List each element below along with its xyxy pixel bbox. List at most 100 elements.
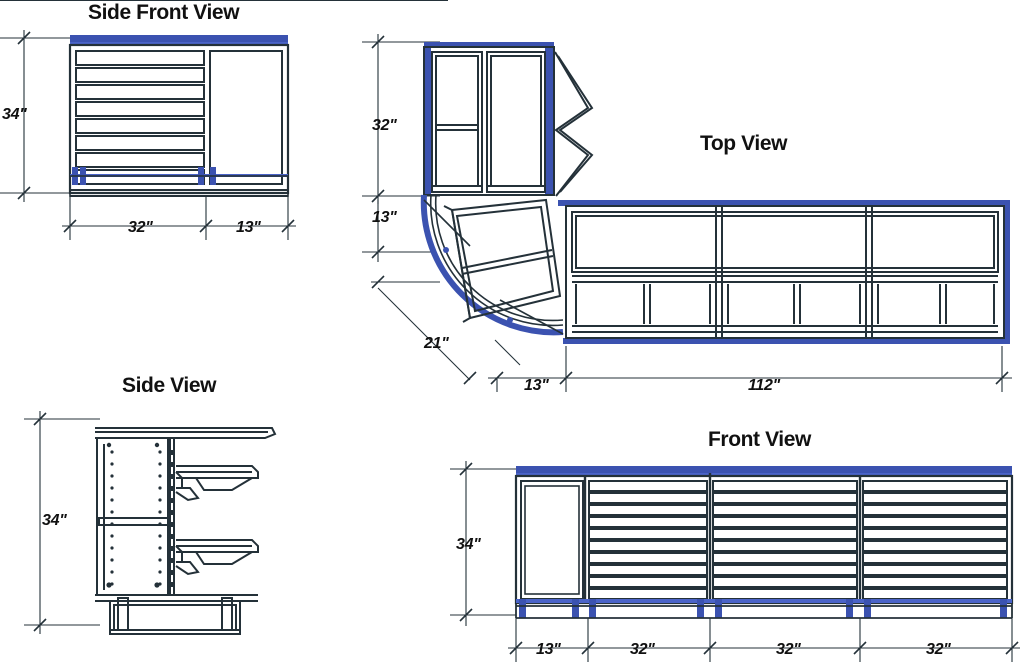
side-view-worktop (95, 427, 277, 439)
drawer-face (862, 492, 1008, 504)
drawer-face (712, 492, 858, 504)
side-view-lower-bracket (175, 539, 259, 576)
drawer-face (712, 516, 858, 528)
top-view-run-offset-label: 13" (524, 377, 549, 394)
top-view-group: 32" 13" 21" 13" 112" (0, 0, 1012, 394)
front-view-title: Front View (708, 428, 812, 451)
drawer-face (862, 552, 1008, 564)
drawer-face (862, 480, 1008, 492)
drawer-face (862, 504, 1008, 516)
top-view-diagonal-label: 21" (423, 335, 449, 352)
front-view-worktop-edge (516, 473, 1012, 476)
drawer-face (712, 552, 858, 564)
foot (572, 599, 579, 618)
drawer-face (75, 152, 205, 168)
drawer-face (712, 480, 858, 492)
drawer-face (712, 504, 858, 516)
front-view-bay1-label: 13" (536, 641, 561, 658)
drawer-face (862, 540, 1008, 552)
drawer-face (712, 564, 858, 576)
side-front-height-label: 34" (2, 106, 27, 123)
foot (697, 599, 704, 618)
top-view-run-partitions (575, 284, 995, 324)
side-front-plinth (69, 175, 289, 197)
foot (864, 599, 871, 618)
top-view-run-body (565, 205, 1005, 339)
drawer-face (588, 528, 708, 540)
front-view-height-label: 34" (456, 536, 481, 553)
foot (715, 599, 722, 618)
drawer-face (588, 540, 708, 552)
side-view-title: Side View (122, 374, 217, 397)
front-view-dimension-lines (450, 461, 1020, 662)
side-view-mount-strip (170, 450, 174, 587)
side-front-worktop (70, 35, 288, 42)
front-view-bay-4 (862, 480, 1008, 600)
front-view-plinth (515, 603, 1013, 619)
front-view-bay-3 (712, 480, 858, 600)
drawer-face (862, 516, 1008, 528)
drawer-face (862, 528, 1008, 540)
drawer-face (712, 576, 858, 588)
side-view-base (95, 594, 258, 635)
side-front-width-main-label: 32" (128, 219, 153, 236)
side-front-cabinet-body (68, 43, 290, 195)
side-front-worktop-edge (70, 42, 288, 45)
top-view-leg-worktop-left (424, 47, 431, 195)
drawer-face (588, 492, 708, 504)
drawer-face (712, 540, 858, 552)
drawer-face (75, 84, 205, 100)
front-view-bay3-label: 32" (776, 641, 801, 658)
top-view-corner-arc (420, 194, 564, 336)
front-view-bay2-label: 32" (630, 641, 655, 658)
top-view-leg-body (423, 46, 555, 196)
side-front-dimension-lines (0, 30, 296, 240)
side-front-view-group: 34" 32" 13" (0, 30, 296, 240)
top-view-depth-label: 32" (372, 117, 397, 134)
drawer-face (588, 552, 708, 564)
top-view-corner-rails (423, 199, 564, 335)
front-view-group: 34" 13" 32" 32" 32" (450, 461, 1020, 662)
side-front-drawer-stack (75, 50, 205, 185)
top-view-corner-node-b (507, 317, 513, 323)
foot (846, 599, 853, 618)
drawer-face (588, 576, 708, 588)
side-front-width-side-label: 13" (236, 219, 261, 236)
drawer-face (75, 67, 205, 83)
side-view-height-label: 34" (42, 512, 67, 529)
top-view-pleat-detail (554, 51, 594, 197)
top-view-corner-offset-label: 13" (372, 209, 397, 226)
side-front-view-title: Side Front View (88, 1, 240, 24)
side-view-perforations (106, 442, 162, 588)
top-view-run-worktop-front (563, 338, 1010, 344)
drawer-face (75, 118, 205, 134)
drawer-face (75, 135, 205, 151)
top-view-run-worktop-back (558, 200, 1010, 206)
top-view-run-worktop-right (1004, 200, 1010, 344)
top-view-corner-node-a (443, 247, 449, 253)
side-view-dimension-lines (24, 411, 100, 634)
front-view-worktop (516, 466, 1012, 473)
foot (1000, 599, 1007, 618)
side-view-mid-shelf (98, 517, 169, 526)
front-view-blank-panel-inner (524, 485, 580, 595)
drawer-face (75, 50, 205, 66)
front-view-bay-dividers (583, 473, 862, 603)
drawer-face (862, 576, 1008, 588)
front-view-feet (519, 599, 1007, 618)
top-view-title: Top View (700, 132, 788, 155)
drawer-face (588, 564, 708, 576)
foot (519, 599, 526, 618)
front-view-base-rail (516, 599, 1012, 603)
drawer-face (712, 528, 858, 540)
top-view-leg-worktop-right (545, 47, 553, 195)
drawer-face (75, 101, 205, 117)
foot (589, 599, 596, 618)
drawer-face (862, 564, 1008, 576)
perf-column-right (158, 450, 162, 586)
top-view-dimension-lines (362, 34, 1012, 392)
top-view-corner-drawers (0, 0, 562, 323)
side-view-group: 34" (24, 411, 277, 635)
